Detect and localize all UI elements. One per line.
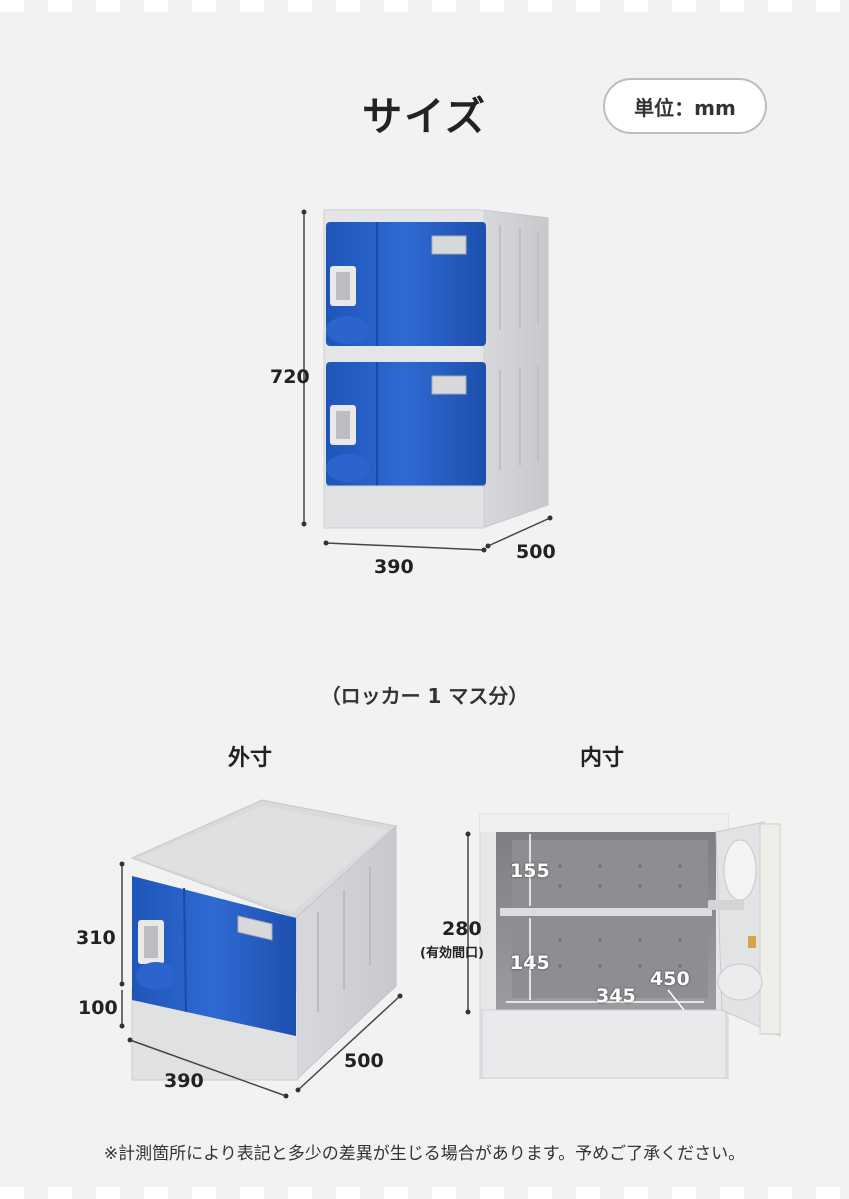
top-height-label: 720 <box>270 366 310 388</box>
outer-width-label: 390 <box>164 1070 204 1092</box>
inner-width-label: 345 <box>596 985 636 1007</box>
outer-depth-label: 500 <box>344 1050 384 1072</box>
top-width-label: 390 <box>374 556 414 578</box>
outer-heading: 外寸 <box>228 746 273 771</box>
outer-base-height-label: 100 <box>78 997 118 1019</box>
inner-lower-label: 145 <box>510 952 550 974</box>
footnote: ※計測箇所により表記と多少の差異が生じる場合があります。予めご了承ください。 <box>103 1144 746 1164</box>
top-stripe <box>0 0 849 12</box>
inner-upper-label: 155 <box>510 860 550 882</box>
inner-heading: 内寸 <box>580 746 625 771</box>
inner-depth-label: 450 <box>650 968 690 990</box>
outer-locker-figure <box>119 799 403 1099</box>
inner-locker-figure <box>465 813 781 1079</box>
stacked-locker-figure <box>301 209 553 553</box>
inner-height-note: (有効間口) <box>420 946 484 961</box>
inner-total-height-label: 280 <box>442 918 482 940</box>
bottom-stripe <box>0 1187 849 1199</box>
section-subtitle: （ロッカー 1 マス分） <box>320 684 529 708</box>
unit-badge: 単位：mm <box>603 78 767 134</box>
top-depth-label: 500 <box>516 541 556 563</box>
page-title: サイズ <box>362 94 487 140</box>
outer-body-height-label: 310 <box>76 927 116 949</box>
